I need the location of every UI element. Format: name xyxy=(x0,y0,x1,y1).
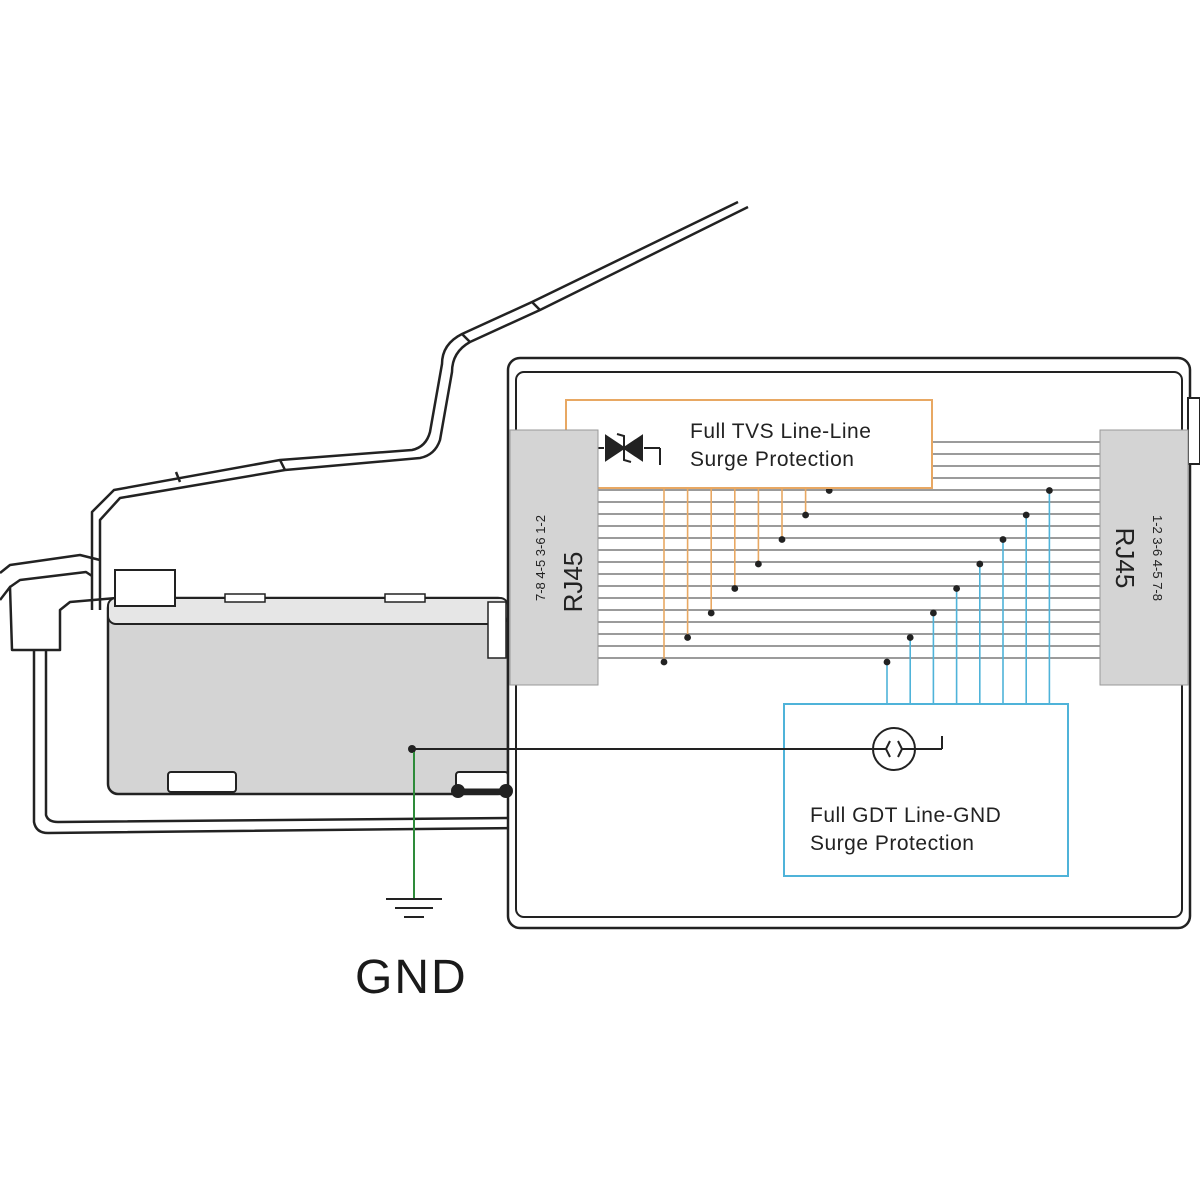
tvs-protection-box: Full TVS Line-Line Surge Protection xyxy=(565,399,933,489)
rj45-right-pins: 1-2 3-6 4-5 7-8 xyxy=(1150,515,1165,601)
tvs-junction-dot xyxy=(707,609,715,617)
gdt-connections xyxy=(883,487,1053,704)
gdt-junction-dot xyxy=(930,609,937,617)
rj45-left-connector: RJ45 7-8 4-5 3-6 1-2 xyxy=(509,429,599,686)
gdt-protection-box xyxy=(783,703,1069,877)
gdt-junction-dot xyxy=(1046,487,1053,494)
rj45-right-title: RJ45 xyxy=(1110,528,1140,589)
gdt-junction-dot xyxy=(1022,511,1030,519)
mounting-bracket xyxy=(0,200,749,835)
din-rail-block xyxy=(106,569,510,796)
gdt-junction-dot xyxy=(906,634,914,641)
tvs-junction-dot xyxy=(755,560,762,568)
tvs-junction-dot xyxy=(731,585,739,592)
gdt-junction-dot xyxy=(883,658,891,666)
gdt-junction-dot xyxy=(976,560,984,568)
tvs-diode-icon xyxy=(587,433,661,465)
rj45-left-pins: 7-8 4-5 3-6 1-2 xyxy=(533,515,548,601)
tvs-junction-dot xyxy=(802,511,809,519)
gdt-label-line2: Surge Protection xyxy=(810,832,974,855)
ground-wire xyxy=(408,745,872,898)
gas-discharge-tube-icon xyxy=(872,727,943,771)
tvs-junction-dot xyxy=(778,536,786,543)
tvs-junction-dot xyxy=(660,658,668,666)
gdt-junction-dot xyxy=(953,585,960,592)
tvs-label-line1: Full TVS Line-Line xyxy=(690,420,871,443)
ground-bond-points xyxy=(451,784,513,798)
tvs-label-line2: Surge Protection xyxy=(690,448,854,471)
rj45-left-title: RJ45 xyxy=(558,552,588,613)
tvs-junction-dot xyxy=(684,634,691,641)
rj45-right-connector: RJ45 1-2 3-6 4-5 7-8 xyxy=(1099,429,1189,686)
gdt-label-line1: Full GDT Line-GND xyxy=(810,804,1001,827)
ground-icon xyxy=(386,898,442,918)
gnd-label: GND xyxy=(355,951,468,1004)
tvs-connections xyxy=(660,487,833,666)
gdt-junction-dot xyxy=(999,536,1007,543)
